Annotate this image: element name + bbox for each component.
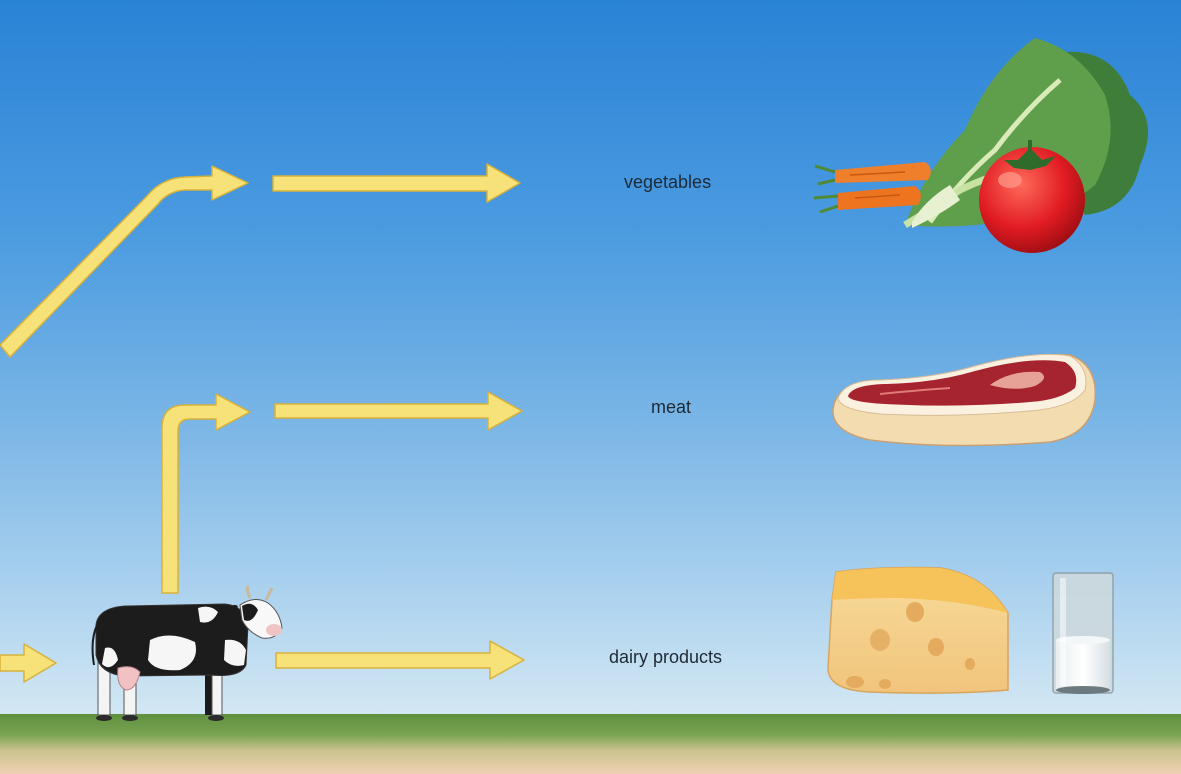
ground xyxy=(0,714,1181,774)
label-dairy-products: dairy products xyxy=(609,647,722,668)
flow-arrow-dairy xyxy=(276,641,524,679)
cheese-icon xyxy=(828,568,1008,694)
cow-icon xyxy=(93,586,282,721)
flow-arrow-cow-up xyxy=(162,394,250,593)
flow-arrow-into-cow xyxy=(0,644,56,682)
flow-arrow-vegetables xyxy=(273,164,520,202)
steak-icon xyxy=(833,354,1095,445)
label-meat: meat xyxy=(651,397,691,418)
vegetables-icon xyxy=(814,38,1148,253)
flow-arrow-curved-top xyxy=(0,166,248,357)
milk-glass-icon xyxy=(1053,573,1113,694)
flow-arrow-meat xyxy=(275,392,522,430)
label-vegetables: vegetables xyxy=(624,172,711,193)
